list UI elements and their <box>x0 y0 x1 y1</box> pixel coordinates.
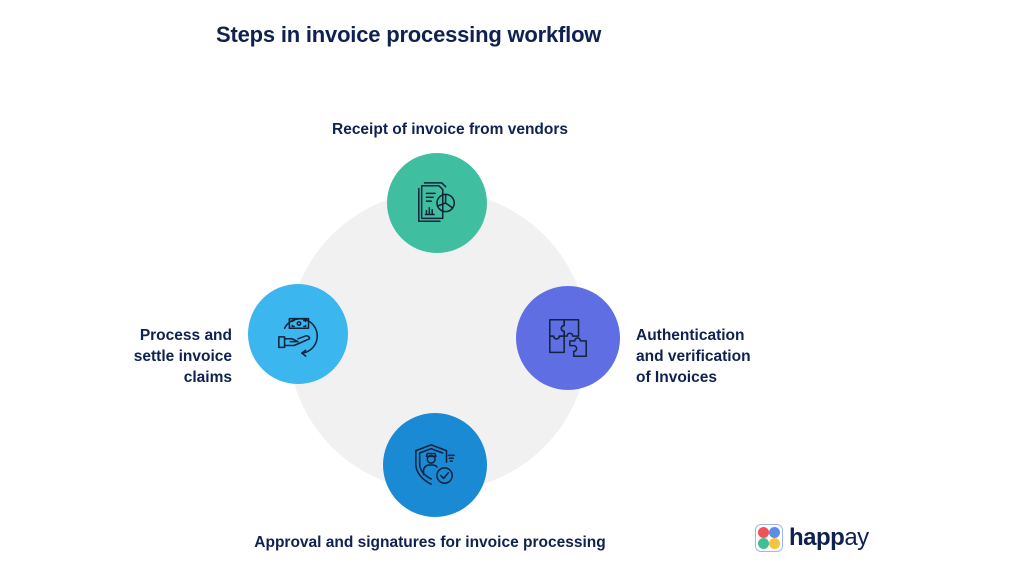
step-label-settle: Process and settle invoice claims <box>80 325 232 388</box>
label-line: of Invoices <box>636 369 717 386</box>
logo-dot-blue <box>769 527 780 538</box>
step-label-receipt: Receipt of invoice from vendors <box>0 119 900 140</box>
label-line: and verification <box>636 348 751 365</box>
label-line: Process and <box>139 327 232 344</box>
happay-logo-icon <box>755 524 783 552</box>
label-line: claims <box>183 369 232 386</box>
happay-wordmark: happay <box>789 524 869 552</box>
logo-dot-red <box>758 527 769 538</box>
label-line: settle invoice <box>133 348 232 365</box>
puzzle-pieces-icon <box>549 319 587 357</box>
step-node-receipt <box>387 153 487 253</box>
logo-dot-yellow <box>769 538 780 549</box>
step-label-text: Receipt of invoice from vendors <box>332 121 568 138</box>
step-label-approval: Approval and signatures for invoice proc… <box>254 534 606 551</box>
documents-chart-icon <box>418 182 456 222</box>
step-node-settle <box>248 284 348 384</box>
step-node-authentication <box>516 286 620 390</box>
happay-logo: happay <box>755 524 869 552</box>
wordmark-bold: happ <box>789 524 845 551</box>
step-node-approval <box>383 413 487 517</box>
logo-dot-green <box>758 538 769 549</box>
page-title: Steps in invoice processing workflow <box>216 22 602 47</box>
shield-person-check-icon <box>415 444 455 485</box>
step-label-authentication: Authentication and verification of Invoi… <box>636 325 816 388</box>
hand-money-cycle-icon <box>278 317 318 357</box>
label-line: Authentication <box>636 327 745 344</box>
wordmark-light: ay <box>844 524 869 551</box>
